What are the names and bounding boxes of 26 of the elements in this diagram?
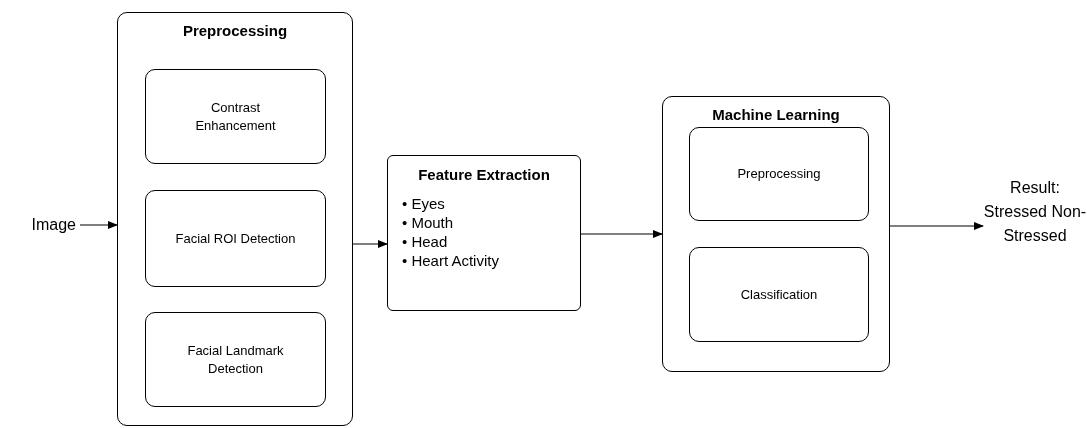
feature-item: • Head	[402, 232, 448, 251]
feature-item: • Mouth	[402, 213, 454, 232]
box-label: Preprocessing	[737, 165, 821, 183]
box-label: Classification	[740, 285, 818, 304]
box-title: Feature Extraction	[417, 165, 551, 185]
output-label: Result: Stressed Non-Stressed	[983, 176, 1087, 248]
process-box	[145, 312, 326, 407]
arrow	[352, 240, 388, 248]
group-box	[662, 96, 890, 372]
arrow	[889, 222, 984, 230]
box-label: Facial Landmark Detection	[186, 341, 285, 378]
box-label: Facial ROI Detection	[175, 229, 296, 248]
input-label: Image	[4, 212, 76, 238]
group-box	[117, 12, 353, 426]
feature-item: • Heart Activity	[402, 251, 499, 270]
box-title: Preprocessing	[181, 21, 289, 41]
box-label: Contrast Enhancement	[194, 98, 277, 135]
feature-item: • Eyes	[402, 194, 445, 213]
arrow	[580, 230, 663, 238]
process-box	[145, 190, 326, 287]
process-box	[387, 155, 581, 311]
process-box	[689, 127, 869, 221]
process-box	[145, 69, 326, 164]
arrow	[79, 221, 118, 229]
process-box	[689, 247, 869, 342]
box-title: Machine Learning	[711, 105, 841, 125]
